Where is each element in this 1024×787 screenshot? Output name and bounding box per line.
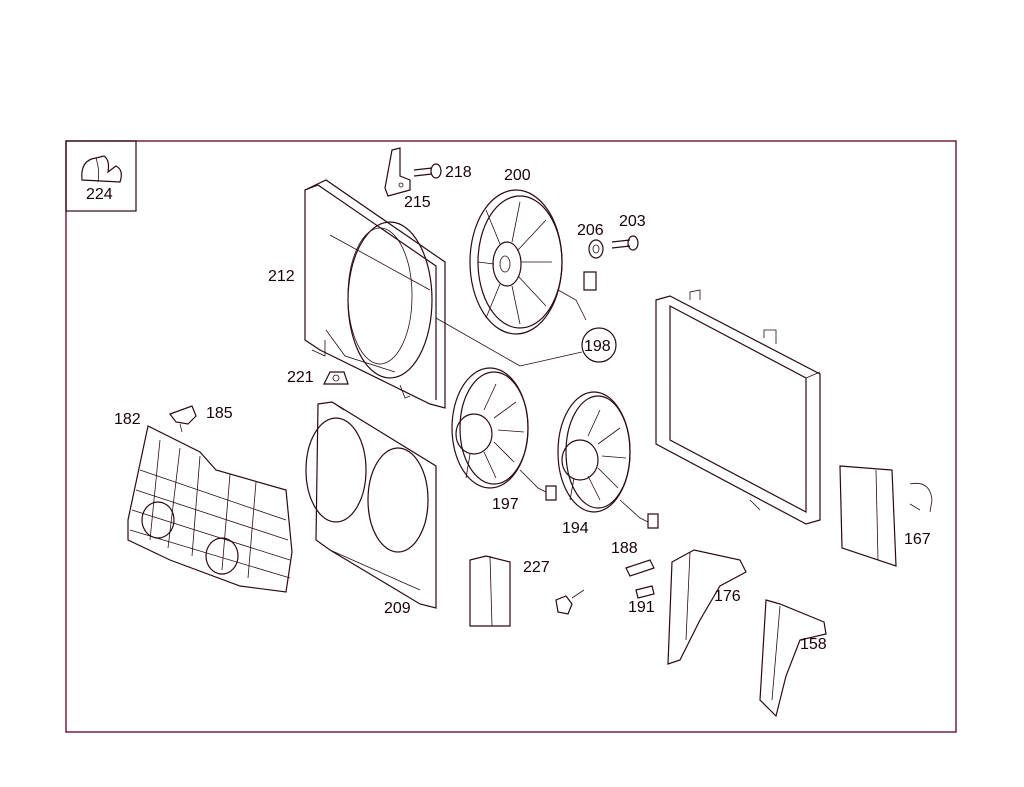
- callout-215: 215: [404, 194, 431, 211]
- callout-203: 203: [619, 213, 646, 230]
- leader-198: [435, 317, 617, 367]
- part-158-air-guide[interactable]: [759, 599, 827, 718]
- callout-200: 200: [504, 167, 531, 184]
- part-194-aux-fan[interactable]: [557, 391, 659, 529]
- callout-218: 218: [445, 164, 472, 181]
- callout-185: 185: [206, 405, 233, 422]
- callout-188: 188: [611, 540, 638, 557]
- part-215-bracket[interactable]: [384, 147, 411, 197]
- part-206-washer[interactable]: [588, 239, 604, 259]
- part-227-seal[interactable]: [469, 555, 585, 627]
- part-radiator[interactable]: [655, 289, 821, 525]
- callout-209: 209: [384, 600, 411, 617]
- part-209-double-shroud[interactable]: [305, 401, 437, 609]
- callout-167: 167: [904, 531, 931, 548]
- callout-227: 227: [523, 559, 550, 576]
- part-182-grille[interactable]: [127, 425, 293, 593]
- diagram-frame: [65, 140, 957, 733]
- part-185-clip[interactable]: [169, 405, 197, 433]
- callout-206: 206: [577, 222, 604, 239]
- callout-212: 212: [268, 268, 295, 285]
- part-191-clip[interactable]: [635, 585, 655, 599]
- callout-158: 158: [800, 636, 827, 653]
- part-188-clip[interactable]: [625, 559, 655, 577]
- part-212-fan-shroud[interactable]: [304, 179, 446, 409]
- callout-194: 194: [562, 520, 589, 537]
- part-200-main-fan[interactable]: [469, 189, 597, 335]
- part-224-clip: [81, 155, 122, 183]
- callout-191: 191: [628, 599, 655, 616]
- part-176-air-guide[interactable]: [667, 549, 747, 665]
- part-167-seal[interactable]: [839, 465, 933, 567]
- callout-224: 224: [86, 186, 113, 203]
- part-218-screw[interactable]: [413, 163, 442, 179]
- callout-176: 176: [714, 588, 741, 605]
- callout-198: 198: [584, 338, 611, 355]
- part-197-aux-fan[interactable]: [451, 367, 557, 501]
- inset-box: [65, 140, 137, 212]
- callout-182: 182: [114, 411, 141, 428]
- callout-221: 221: [287, 369, 314, 386]
- part-221-clip-nut[interactable]: [323, 371, 349, 385]
- callout-197: 197: [492, 496, 519, 513]
- part-203-bolt[interactable]: [611, 235, 639, 251]
